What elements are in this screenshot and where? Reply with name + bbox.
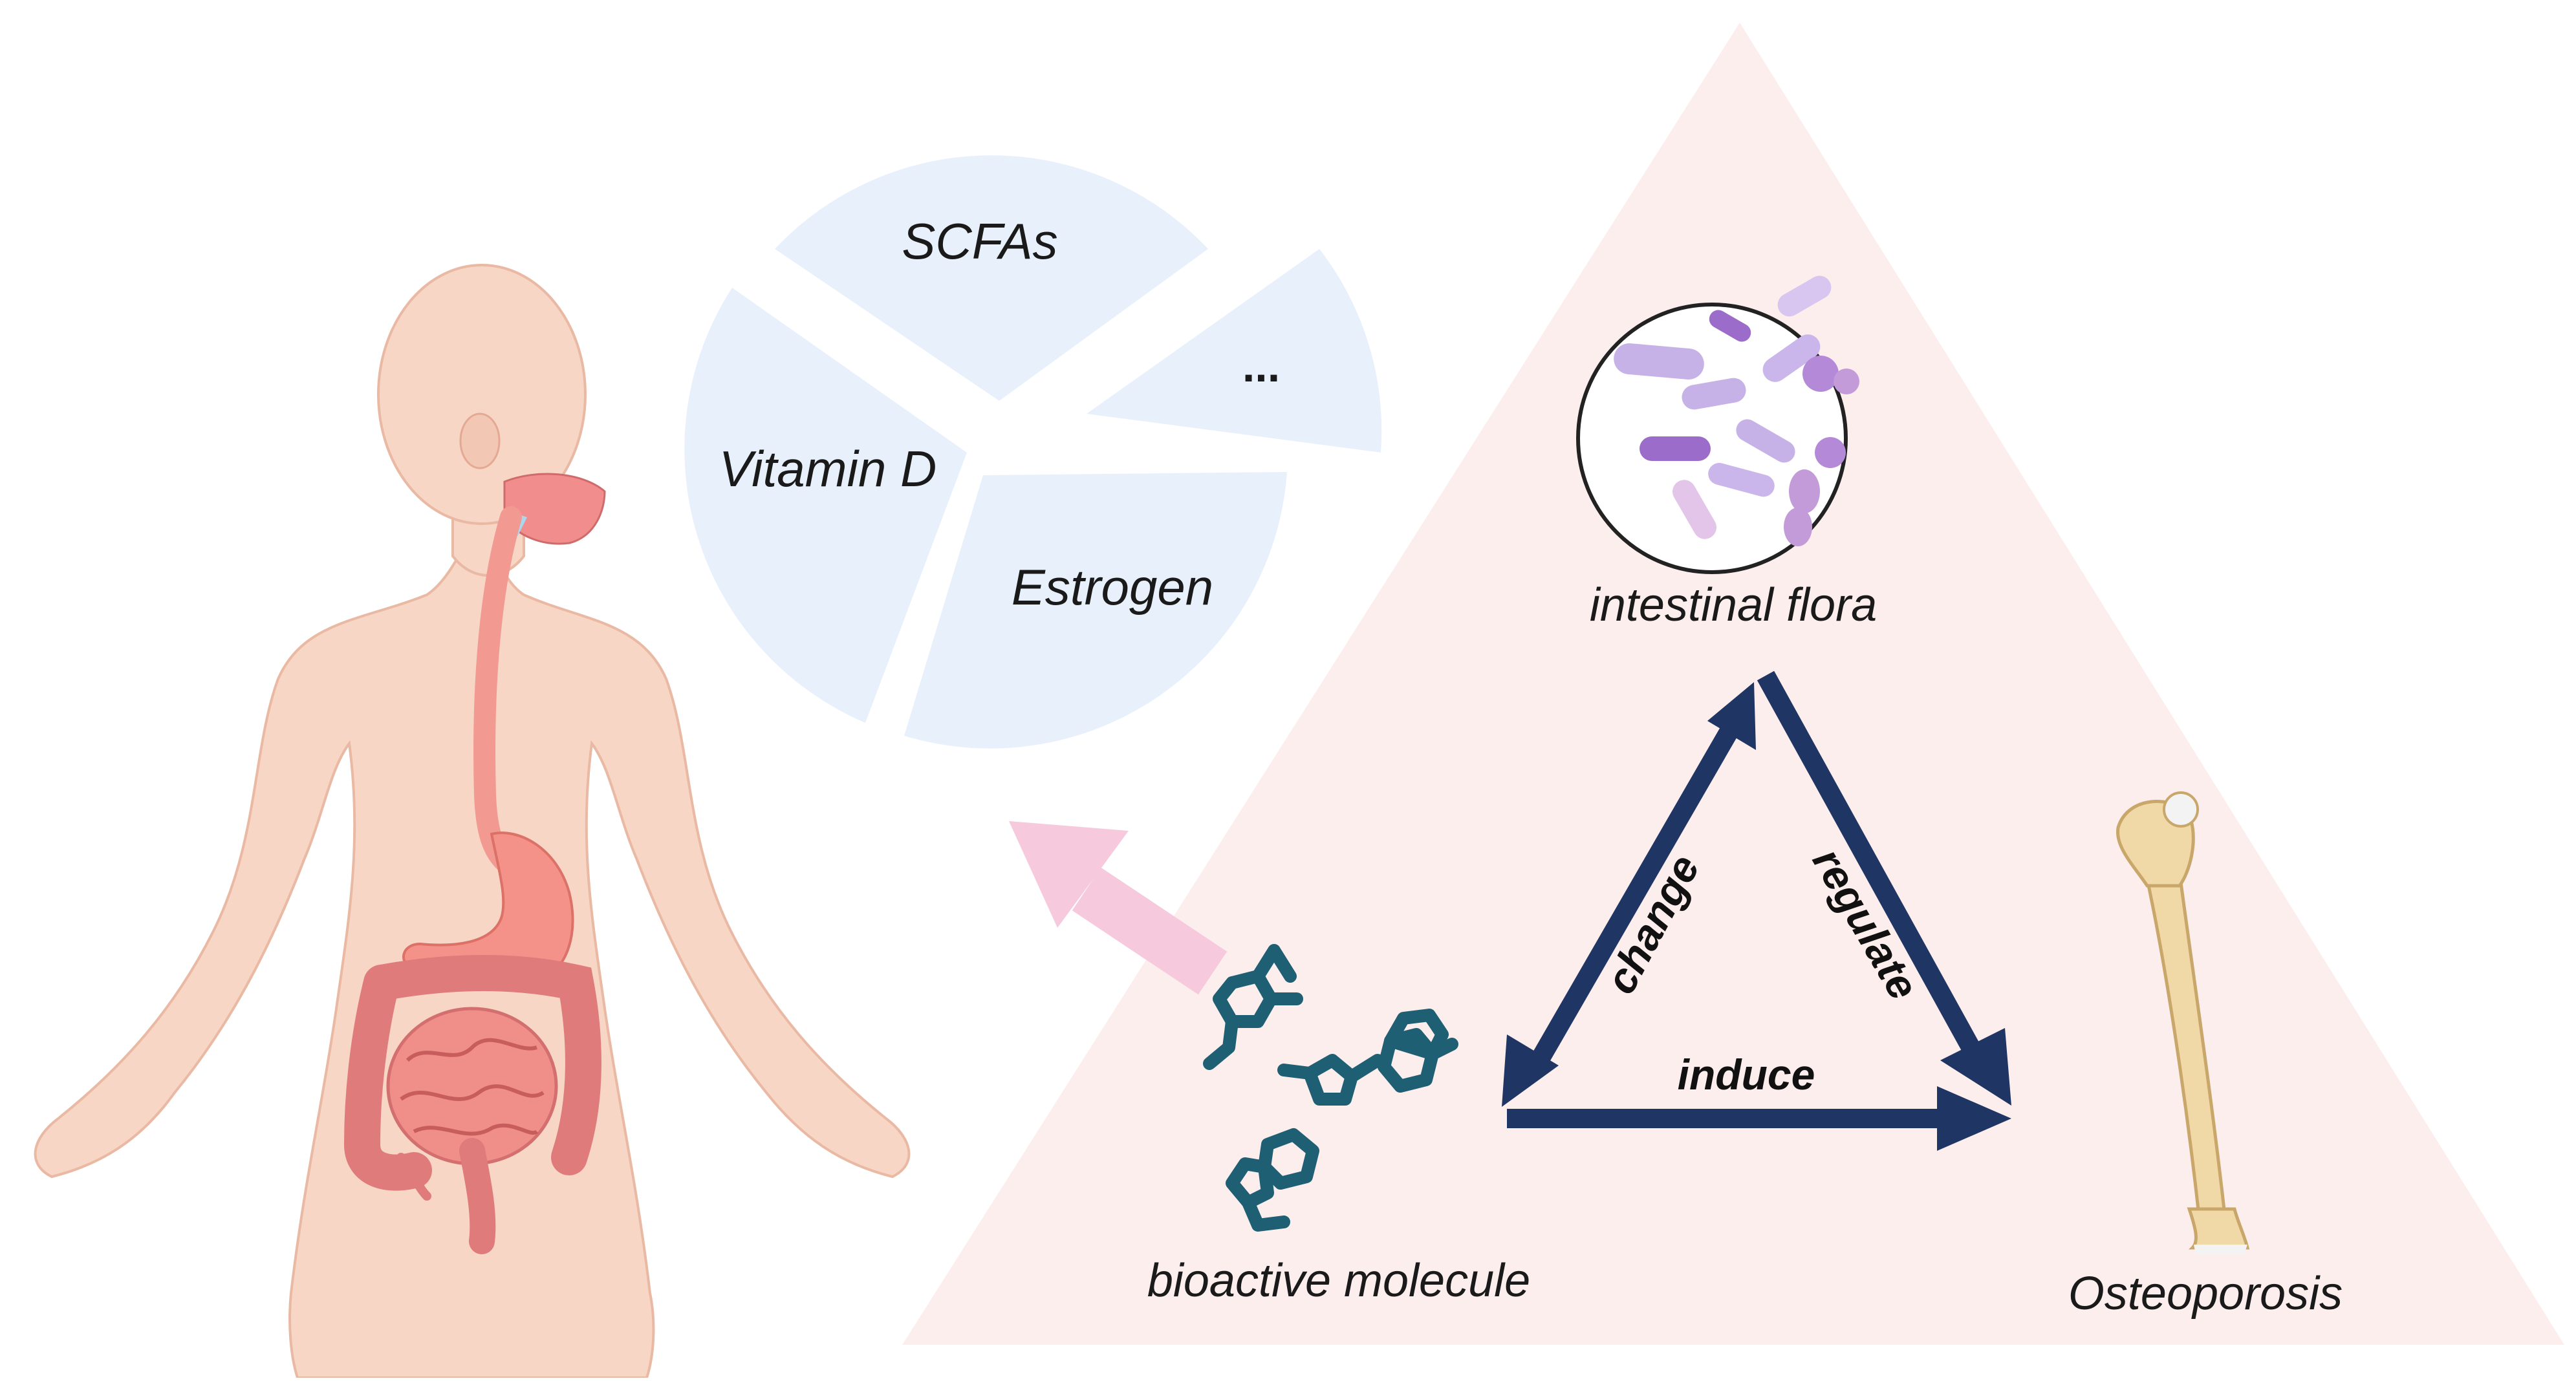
pie-segment-scfas [775,155,1208,401]
pie-segment-estrogen [904,472,1287,749]
metabolite-pie: SCFAs Vitamin D Estrogen ... [684,155,1382,749]
bacterium [1672,480,1716,539]
molecule-ring [1384,1009,1449,1060]
head [377,264,587,525]
pointer-arrow [1009,821,1228,995]
induce-label: induce [1678,1051,1815,1098]
regulate-arrow-shaft [1757,670,1982,1056]
bacterium [1640,436,1711,461]
pie-segment-others [1087,249,1382,453]
oral-cavity [503,473,606,545]
rectum [459,1138,496,1254]
change-arrow-head-bottom [1502,1034,1559,1107]
appendix [396,1153,431,1201]
ear [459,412,501,469]
change-arrow-shaft [1531,719,1742,1065]
molecule-bond [1203,1015,1239,1070]
bacterium [1708,462,1775,497]
small-intestine-folds [400,1038,545,1136]
induce-arrow-head [1937,1086,2011,1151]
regulate-arrow-head [1940,1028,2011,1106]
human-digestive-system-icon [34,264,911,1379]
molecule-label: bioactive molecule [1147,1255,1530,1307]
pie-label-vitamin-d: Vitamin D [719,440,937,497]
pie-label-others: ... [1242,341,1280,391]
molecule-bond [1426,1038,1458,1060]
pie-label-estrogen: Estrogen [1012,559,1213,616]
bacterium [1777,275,1832,317]
bacterium [1834,369,1859,394]
molecule-bond [1345,1054,1384,1083]
flora-label: intestinal flora [1590,579,1877,631]
bacteria-group [1614,275,1859,546]
molecule-bond [1251,944,1297,983]
bacterium [1614,343,1704,380]
bacterium [1709,310,1751,342]
femur-bone-icon: Osteoporosis [2068,791,2343,1320]
bacterium [1736,419,1795,463]
bacterium [1815,437,1846,468]
background-triangle [902,23,2564,1345]
pointer-arrow-head [1009,821,1129,928]
bacterium [1802,356,1839,392]
molecule-ring [1226,1157,1274,1209]
molecule-bond [1277,1064,1316,1080]
femur-cartilage [2194,1245,2247,1254]
bacterium [1789,469,1820,513]
molecule-ring [1303,1054,1358,1106]
pie-label-scfas: SCFAs [902,213,1057,270]
osteoporosis-label: Osteoporosis [2068,1268,2343,1320]
bacteria-microscope-icon: intestinal flora [1576,275,1877,631]
large-intestine [343,955,601,1191]
pointer-arrow-shaft [1072,867,1228,995]
femur-head-cap [2163,791,2199,828]
bacterium [1682,378,1746,410]
pie-segment-vitamin-d [684,288,967,723]
molecule-ring [1378,1028,1439,1093]
bacterium [1762,334,1821,382]
bacterium [1784,508,1812,546]
chemical-molecule-icon: bioactive molecule [1147,944,1530,1307]
change-arrow-head-top [1707,682,1756,750]
molecule-bond [1242,1196,1290,1232]
